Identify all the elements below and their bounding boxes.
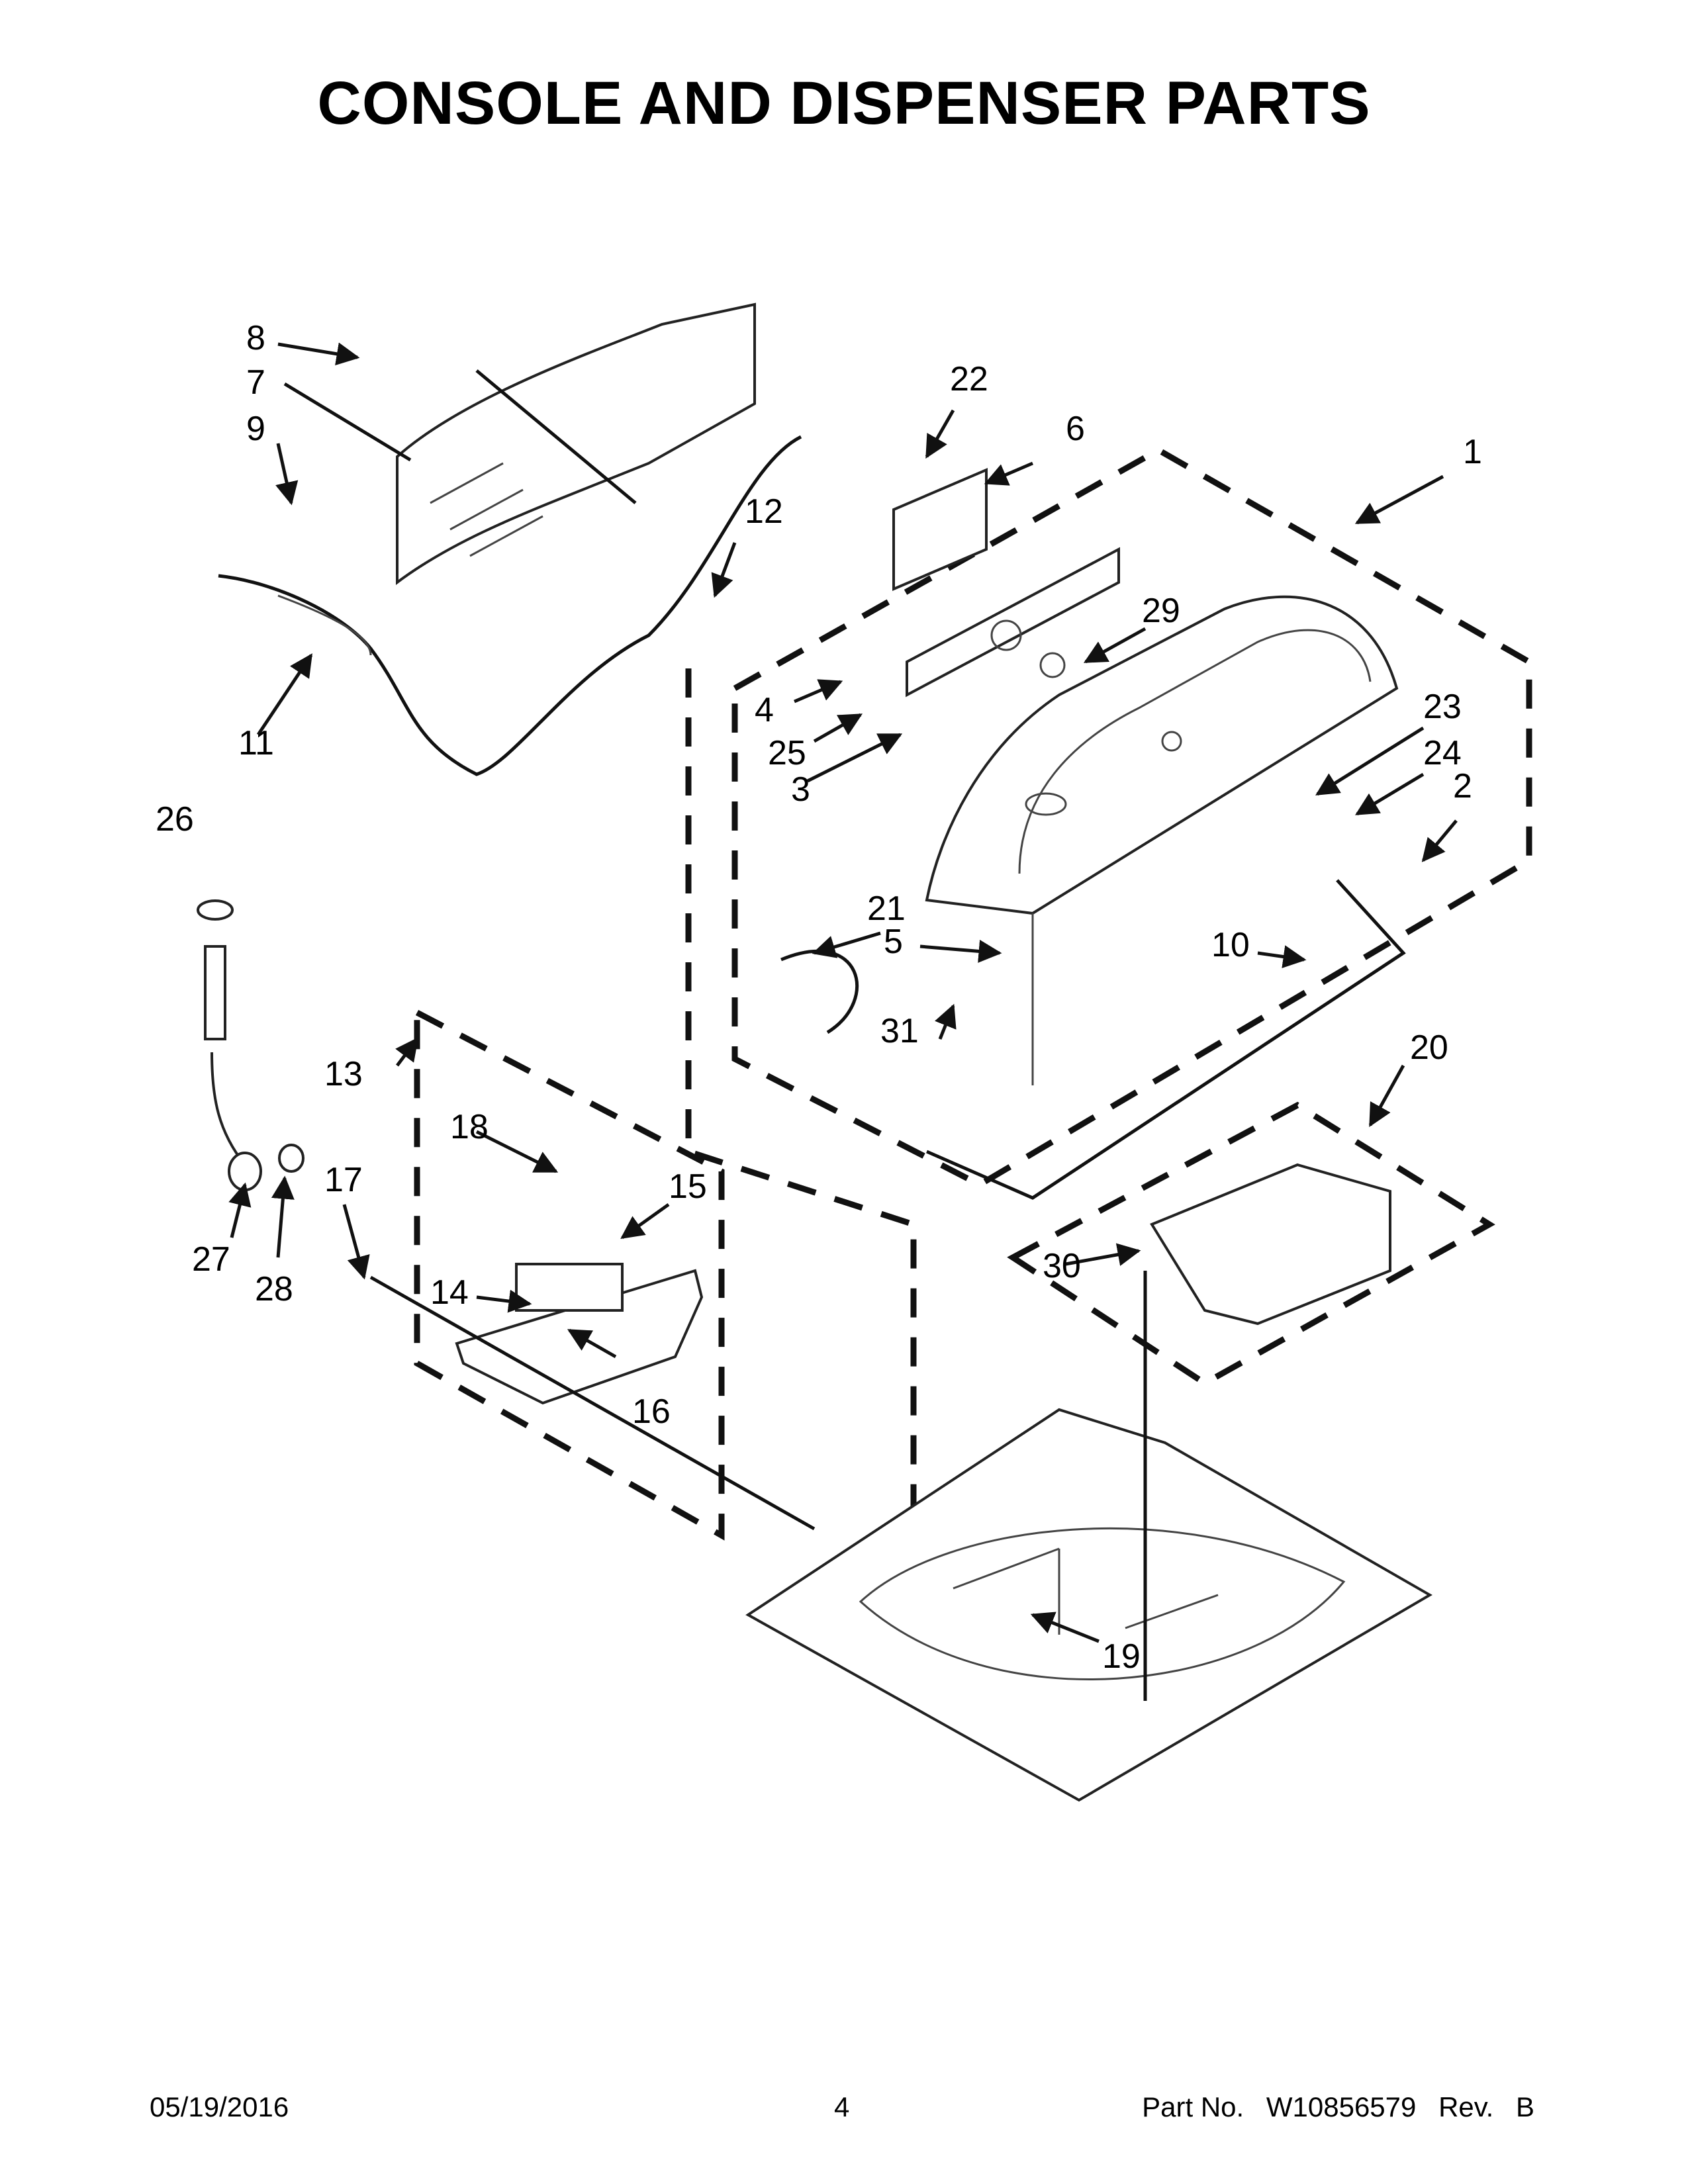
callout-20: 20 xyxy=(1410,1028,1448,1067)
footer-date: 05/19/2016 xyxy=(150,2091,289,2122)
callout-9: 9 xyxy=(246,410,265,448)
callout-11: 11 xyxy=(238,724,274,762)
callout-28: 28 xyxy=(255,1270,293,1308)
callout-numbers: 1 2 3 4 5 6 7 8 9 10 11 12 13 14 15 16 1… xyxy=(156,319,1482,1676)
group-outline-dispenser xyxy=(1007,1101,1495,1387)
callout-8: 8 xyxy=(246,319,265,357)
inlet-hose-part xyxy=(197,899,305,1191)
harness-21-part xyxy=(780,949,859,1034)
rev-value: B xyxy=(1515,2091,1534,2122)
callout-26: 26 xyxy=(156,800,194,839)
page-title: CONSOLE AND DISPENSER PARTS xyxy=(317,69,1371,137)
callout-16: 16 xyxy=(632,1392,671,1431)
top-cover-part xyxy=(745,1408,1432,1802)
callout-10: 10 xyxy=(1211,926,1250,964)
callout-25: 25 xyxy=(768,734,806,772)
callout-2: 2 xyxy=(1453,767,1472,805)
ui-board-part xyxy=(906,547,1120,698)
callout-24: 24 xyxy=(1423,734,1462,772)
seal-part xyxy=(925,879,1406,1200)
callout-4: 4 xyxy=(755,691,774,729)
group-outline-valve xyxy=(414,1007,725,1541)
callout-21: 21 xyxy=(867,889,906,928)
callout-3: 3 xyxy=(791,770,810,809)
callout-22: 22 xyxy=(950,360,988,398)
callout-leaders xyxy=(228,342,1458,1701)
wire-harness-part xyxy=(218,435,802,776)
dispenser-part xyxy=(1150,1163,1391,1326)
group-outline-console xyxy=(731,446,1532,1189)
water-valve-part xyxy=(455,1263,704,1405)
callout-12: 12 xyxy=(745,492,783,531)
callout-29: 29 xyxy=(1142,592,1180,630)
console-panel-part xyxy=(925,595,1399,1085)
module-part xyxy=(892,467,988,592)
part-label: Part No. xyxy=(1142,2091,1244,2122)
rev-label: Rev. xyxy=(1438,2091,1494,2122)
callout-15: 15 xyxy=(669,1167,707,1206)
callout-7: 7 xyxy=(246,363,265,402)
callout-1: 1 xyxy=(1463,433,1482,471)
callout-19: 19 xyxy=(1102,1637,1141,1676)
callout-13: 13 xyxy=(324,1055,363,1093)
callout-18: 18 xyxy=(450,1108,489,1146)
callout-14: 14 xyxy=(430,1273,469,1312)
guide-line-wire xyxy=(685,668,917,1575)
part-number: W10856579 xyxy=(1266,2091,1417,2122)
callout-5: 5 xyxy=(884,923,903,961)
footer-page-number: 4 xyxy=(834,2091,850,2122)
callout-31: 31 xyxy=(880,1012,919,1050)
callout-17: 17 xyxy=(324,1161,363,1199)
footer-part-info: Part No. W10856579 Rev. B xyxy=(1127,2091,1534,2123)
callout-6: 6 xyxy=(1066,410,1085,448)
callout-27: 27 xyxy=(192,1240,230,1279)
callout-30: 30 xyxy=(1043,1247,1081,1285)
rear-panel-part xyxy=(396,302,756,585)
callout-23: 23 xyxy=(1423,688,1462,726)
